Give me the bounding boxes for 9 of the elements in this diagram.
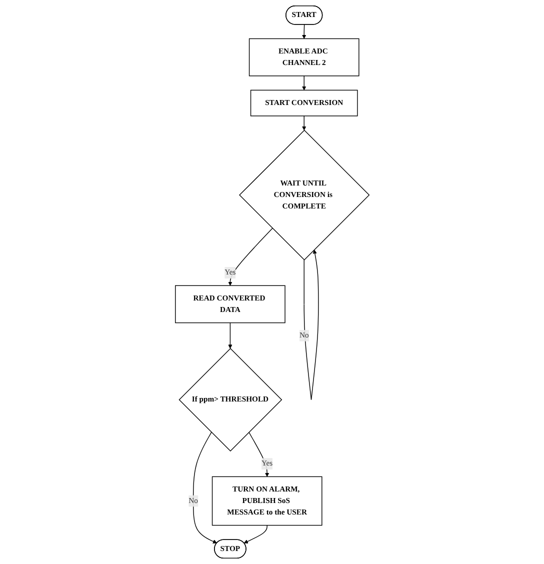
arrow: [302, 76, 306, 90]
arrow: [228, 228, 273, 286]
arrow: [302, 24, 306, 39]
arrow: [228, 322, 232, 349]
arrow: [192, 432, 217, 544]
arrow: [302, 116, 306, 130]
arrow: [248, 432, 269, 477]
arrow: [244, 524, 268, 544]
arrow: [303, 250, 318, 400]
